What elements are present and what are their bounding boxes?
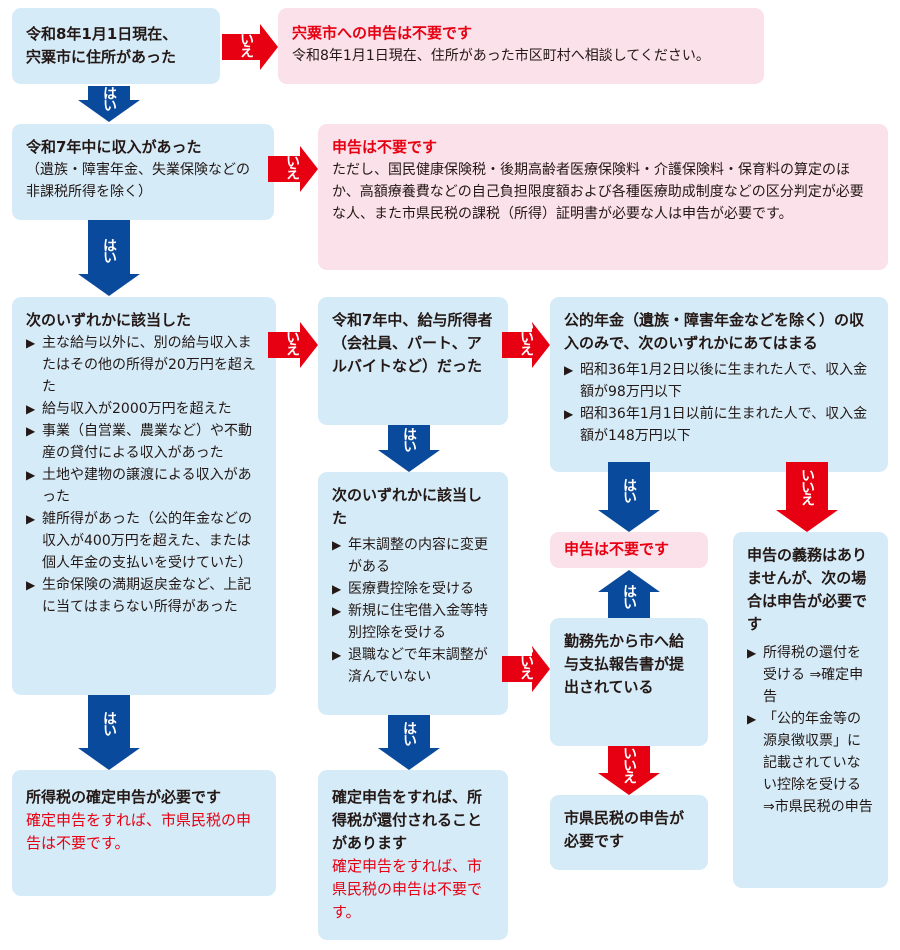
yes-arrow-down: はい <box>378 425 440 472</box>
list-item: 年末調整の内容に変更がある <box>332 534 494 578</box>
yes-label: はい <box>101 86 117 110</box>
q-income-note: （遺族・障害年金、失業保険などの非課税所得を除く） <box>26 162 250 200</box>
result-title: 宍粟市への申告は不要です <box>292 24 473 42</box>
condition-list: 年末調整の内容に変更がある 医療費控除を受ける 新規に住宅借入金等特別控除を受け… <box>332 534 494 688</box>
list-item: 給与収入が2000万円を超えた <box>26 398 262 420</box>
q-title: 次のいずれかに該当した <box>332 486 483 527</box>
no-arrow-right: いいえ <box>502 642 550 692</box>
yes-label: はい <box>621 584 637 608</box>
list-item: 新規に住宅借入金等特別控除を受ける <box>332 600 494 644</box>
no-arrow-right: いいえ <box>502 318 550 368</box>
result-title: 申告は不要です <box>564 540 670 558</box>
no-label: いいえ <box>518 318 534 354</box>
result-note: 確定申告をすれば、市県民税の申告は不要です。 <box>26 811 252 852</box>
list-item: 雑所得があった（公的年金などの収入が400万円を超えた、または個人年金の支払いを… <box>26 508 262 574</box>
no-label: いいえ <box>621 746 637 782</box>
q-income: 令和7年中に収入があった （遺族・障害年金、失業保険などの非課税所得を除く） <box>12 124 274 220</box>
list-item: 昭和36年1月2日以後に生まれた人で、収入金額が98万円以下 <box>564 359 874 403</box>
yes-arrow-up: はい <box>598 570 660 618</box>
condition-list: 所得税の還付を受ける ⇒確定申告 「公的年金等の源泉徴収票」に記載されていない控… <box>747 642 874 818</box>
result-refund-possible: 確定申告をすれば、所得税が還付されることがあります 確定申告をすれば、市県民税の… <box>318 770 508 940</box>
no-label: いいえ <box>799 468 815 504</box>
yes-label: はい <box>101 711 117 735</box>
q-title: 公的年金（遺族・障害年金などを除く）の収入のみで、次のいずれかにあてはまる <box>564 311 865 352</box>
no-label: いいえ <box>518 642 534 678</box>
result-final-return-required: 所得税の確定申告が必要です 確定申告をすれば、市県民税の申告は不要です。 <box>12 770 276 896</box>
yes-arrow-down: はい <box>598 462 660 532</box>
result-title: 申告の義務はありませんが、次の場合は申告が必要です <box>747 546 868 633</box>
list-item: 医療費控除を受ける <box>332 578 494 600</box>
q-any-income: 次のいずれかに該当した 主な給与以外に、別の給与収入またはその他の所得が20万円… <box>12 297 276 695</box>
yes-arrow-down: はい <box>78 86 140 122</box>
yes-arrow-down: はい <box>78 220 140 296</box>
result-not-required-small: 申告は不要です <box>550 532 708 568</box>
condition-list: 昭和36年1月2日以後に生まれた人で、収入金額が98万円以下 昭和36年1月1日… <box>564 359 874 447</box>
q-salary-report: 勤務先から市へ給与支払報告書が提出されている <box>550 618 708 746</box>
no-label: いいえ <box>284 142 300 178</box>
yes-label: はい <box>401 721 417 745</box>
result-resident-tax-required: 市県民税の申告が必要です <box>550 795 708 870</box>
list-item: 「公的年金等の源泉徴収票」に記載されていない控除を受ける ⇒市県民税の申告 <box>747 708 874 818</box>
no-label: いいえ <box>238 20 254 56</box>
list-item: 昭和36年1月1日以前に生まれた人で、収入金額が148万円以下 <box>564 403 874 447</box>
yes-label: はい <box>401 427 417 451</box>
result-not-required: 申告は不要です ただし、国民健康保険税・後期高齢者医療保険料・介護保険料・保育料… <box>318 124 888 270</box>
q-residence-line2: 宍粟市に住所があった <box>26 48 177 66</box>
condition-list: 主な給与以外に、別の給与収入またはその他の所得が20万円を超えた 給与収入が20… <box>26 332 262 618</box>
result-body: 令和8年1月1日現在、住所があった市区町村へ相談してください。 <box>292 48 710 64</box>
result-title: 市県民税の申告が必要です <box>564 809 685 850</box>
result-title: 確定申告をすれば、所得税が還付されることがあります <box>332 788 483 852</box>
no-arrow-right: いいえ <box>268 142 318 192</box>
no-arrow-down: いいえ <box>598 746 660 795</box>
no-arrow-right: いいえ <box>268 318 318 368</box>
q-title: 次のいずれかに該当した <box>26 311 192 329</box>
q-pension-only: 公的年金（遺族・障害年金などを除く）の収入のみで、次のいずれかにあてはまる 昭和… <box>550 297 888 472</box>
yes-arrow-down: はい <box>78 695 140 770</box>
result-no-obligation: 申告の義務はありませんが、次の場合は申告が必要です 所得税の還付を受ける ⇒確定… <box>733 532 888 888</box>
q-residence-line1: 令和8年1月1日現在、 <box>26 25 178 43</box>
result-title: 申告は不要です <box>332 138 438 156</box>
no-label: いいえ <box>284 318 300 354</box>
no-arrow-down: いいえ <box>776 462 838 532</box>
q-year-end-adjustment: 次のいずれかに該当した 年末調整の内容に変更がある 医療費控除を受ける 新規に住… <box>318 472 508 715</box>
list-item: 主な給与以外に、別の給与収入またはその他の所得が20万円を超えた <box>26 332 262 398</box>
yes-label: はい <box>101 238 117 262</box>
q-title: 勤務先から市へ給与支払報告書が提出されている <box>564 632 685 696</box>
q-title: 令和7年中、給与所得者（会社員、パート、アルバイトなど）だった <box>332 311 493 375</box>
yes-arrow-down: はい <box>378 715 440 770</box>
no-arrow-right: いいえ <box>222 20 278 70</box>
result-not-required-shiso: 宍粟市への申告は不要です 令和8年1月1日現在、住所があった市区町村へ相談してく… <box>278 8 764 84</box>
q-salary-earner: 令和7年中、給与所得者（会社員、パート、アルバイトなど）だった <box>318 297 508 425</box>
list-item: 所得税の還付を受ける ⇒確定申告 <box>747 642 874 708</box>
list-item: 退職などで年末調整が済んでいない <box>332 644 494 688</box>
list-item: 事業（自営業、農業など）や不動産の貸付による収入があった <box>26 420 262 464</box>
result-body: ただし、国民健康保険税・後期高齢者医療保険料・介護保険料・保育料の算定のほか、高… <box>332 162 864 222</box>
list-item: 生命保険の満期返戻金など、上記に当てはまらない所得があった <box>26 574 262 618</box>
q-residence: 令和8年1月1日現在、 宍粟市に住所があった <box>12 8 220 84</box>
result-title: 所得税の確定申告が必要です <box>26 788 222 806</box>
yes-label: はい <box>621 478 637 502</box>
q-income-title: 令和7年中に収入があった <box>26 138 202 156</box>
list-item: 土地や建物の譲渡による収入があった <box>26 464 262 508</box>
result-note: 確定申告をすれば、市県民税の申告は不要です。 <box>332 857 483 921</box>
